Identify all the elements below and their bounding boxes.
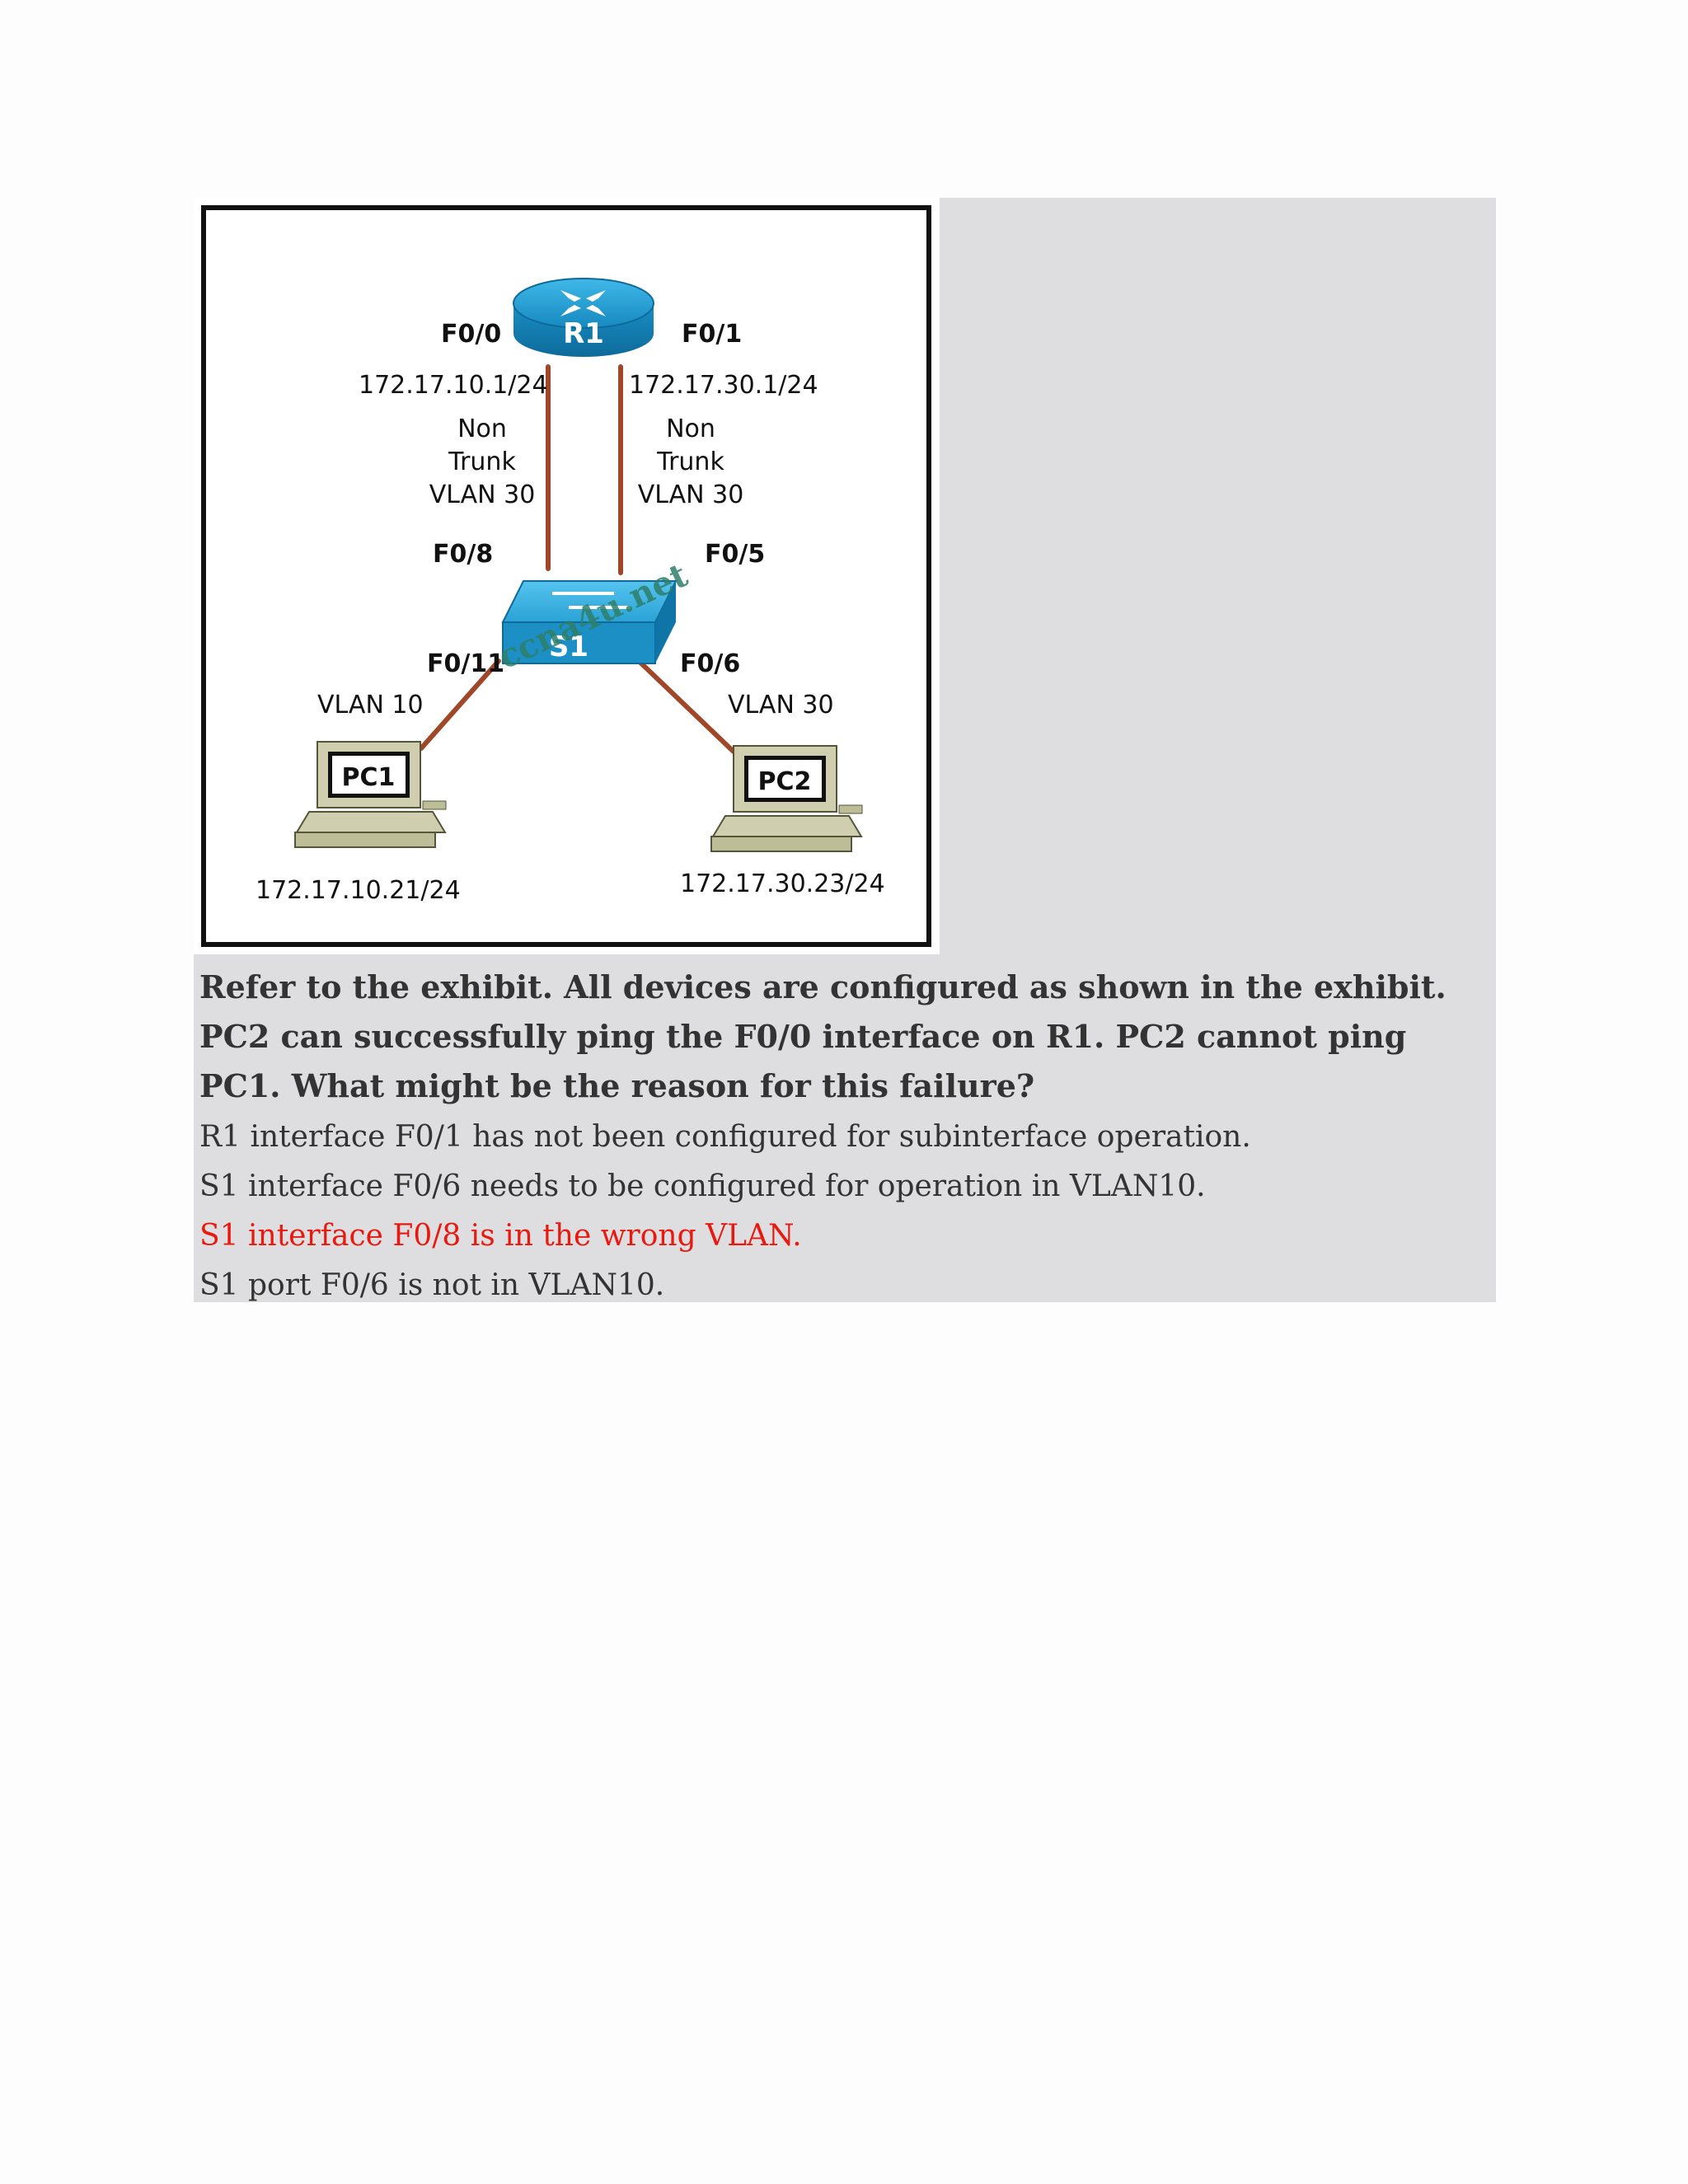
r1-port-left-label: F0/0 <box>441 320 501 349</box>
s1-port-down-left-label: F0/11 <box>427 649 504 678</box>
r1-ip-left-label: 172.17.10.1/24 <box>359 371 548 400</box>
link-right-line2: Trunk <box>656 448 724 476</box>
pc1-ip-label: 172.17.10.21/24 <box>256 876 461 905</box>
switch-icon: S1 <box>501 580 678 664</box>
network-exhibit: R1 S1 <box>194 198 940 954</box>
cable-s1-pc2 <box>636 658 736 754</box>
answer-option: R1 interface F0/1 has not been configure… <box>199 1120 1251 1154</box>
question-text: Refer to the exhibit. All devices are co… <box>199 968 1447 1104</box>
pc2-ip-label: 172.17.30.23/24 <box>680 869 885 898</box>
cables <box>419 364 736 754</box>
pc1-vlan-label: VLAN 10 <box>317 691 424 719</box>
answer-option: S1 port F0/6 is not in VLAN10. <box>199 1268 665 1302</box>
link-right-line3: VLAN 30 <box>638 480 744 509</box>
pc2-label: PC2 <box>758 767 812 796</box>
cable-s1-pc1 <box>419 658 501 751</box>
answer-list: R1 interface F0/1 has not been configure… <box>199 1113 1493 1310</box>
s1-port-up-left-label: F0/8 <box>433 540 493 569</box>
answer-option: S1 interface F0/6 needs to be configured… <box>199 1169 1206 1203</box>
s1-port-up-right-label: F0/5 <box>705 540 765 569</box>
network-diagram: R1 S1 <box>201 205 931 947</box>
link-left-line3: VLAN 30 <box>429 480 536 509</box>
link-right-line1: Non <box>666 415 715 443</box>
answer-option-correct: S1 interface F0/8 is in the wrong VLAN. <box>199 1219 802 1253</box>
s1-port-down-right-label: F0/6 <box>680 649 740 678</box>
switch-label: S1 <box>549 630 588 663</box>
r1-port-right-label: F0/1 <box>682 320 742 349</box>
r1-ip-right-label: 172.17.30.1/24 <box>629 371 818 400</box>
pc1-label: PC1 <box>342 763 396 792</box>
pc2-computer-icon: PC2 <box>710 745 863 852</box>
pc1-computer-icon: PC1 <box>294 741 447 848</box>
router-label: R1 <box>563 317 604 350</box>
question-block: R1 S1 <box>194 198 1496 1302</box>
pc2-vlan-label: VLAN 30 <box>728 691 834 719</box>
router-icon: R1 <box>513 278 654 357</box>
link-left-line1: Non <box>457 415 507 443</box>
link-left-line2: Trunk <box>448 448 516 476</box>
